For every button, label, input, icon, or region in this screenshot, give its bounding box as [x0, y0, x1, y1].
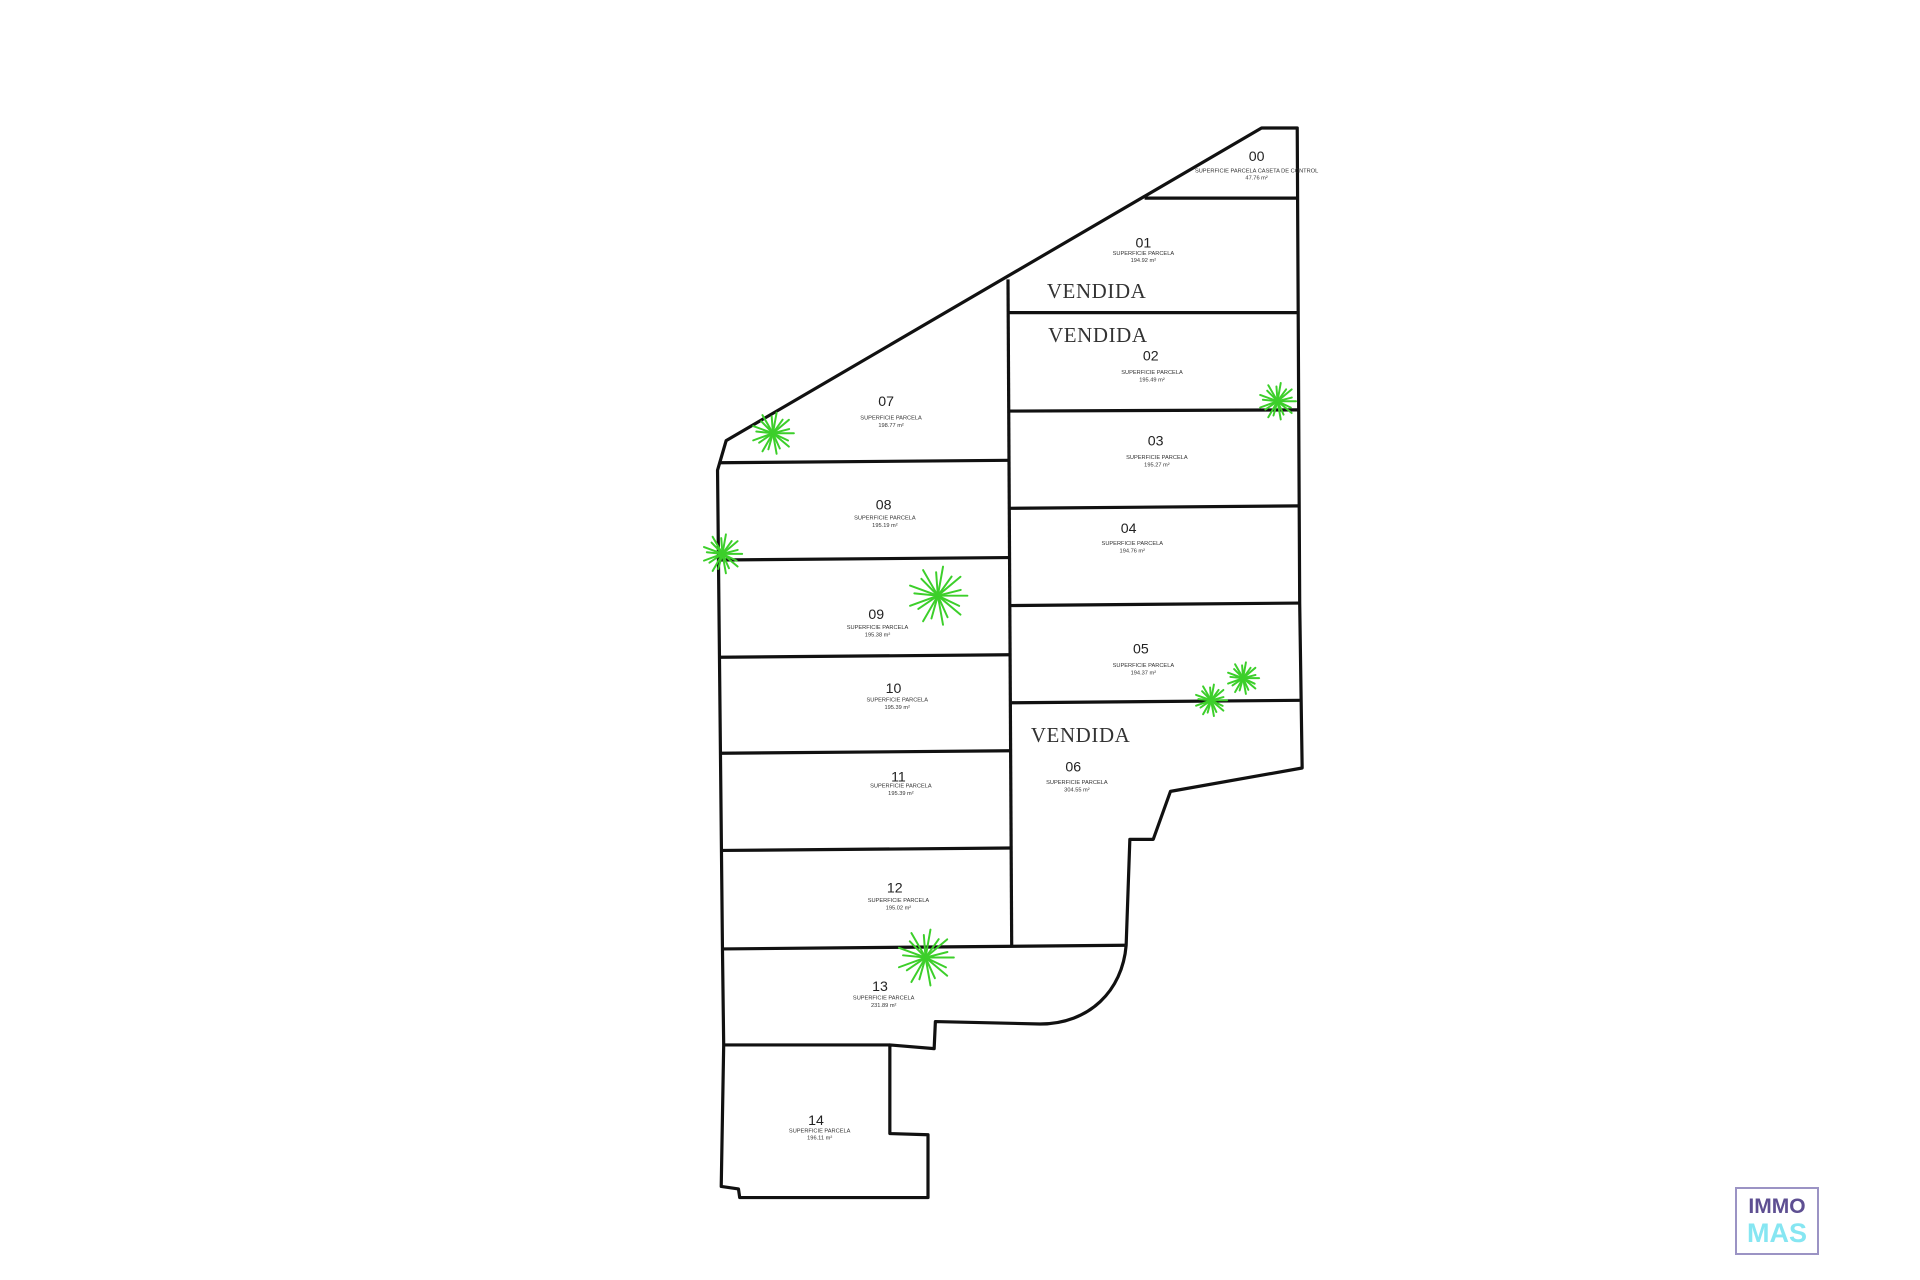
parcel-area: 198.77 m² [878, 423, 904, 429]
parcel-area: 196.11 m² [807, 1136, 832, 1142]
parcel-label: SUPERFICIE PARCELA [854, 515, 916, 521]
parcel-13[interactable]: 13 SUPERFICIE PARCELA 231.89 m² [853, 978, 915, 1009]
parcel-01[interactable]: 01 SUPERFICIE PARCELA 194.92 m² [1113, 234, 1175, 264]
parcel-area: 195.39 m² [888, 791, 914, 797]
sold-stamp-02: VENDIDA [1048, 323, 1148, 347]
parcel-number: 00 [1249, 148, 1265, 164]
parcel-label: SUPERFICIE PARCELA [789, 1128, 851, 1134]
parcel-dividers [718, 196, 1300, 1047]
parcel-label: SUPERFICIE PARCELA [1113, 251, 1175, 257]
palm-tree-icon [752, 411, 795, 455]
parcel-08[interactable]: 08 SUPERFICIE PARCELA 195.19 m² [854, 497, 916, 529]
parcel-label: SUPERFICIE PARCELA [868, 898, 930, 904]
parcel-number: 11 [891, 769, 906, 785]
parcel-area: 194.92 m² [1131, 258, 1157, 264]
parcel-area: 194.37 m² [1131, 670, 1157, 676]
parcel-00[interactable]: 00 SUPERFICIE PARCELA CASETA DE CONTROL … [1195, 148, 1318, 181]
parcel-07[interactable]: 07 SUPERFICIE PARCELA 198.77 m² [860, 393, 922, 429]
parcel-label: SUPERFICIE PARCELA CASETA DE CONTROL [1195, 168, 1318, 174]
parcel-area: 195.39 m² [884, 705, 910, 711]
palm-tree-icon [1195, 683, 1229, 718]
parcel-number: 12 [887, 879, 903, 895]
sold-stamp-01: VENDIDA [1047, 279, 1147, 303]
parcel-label: SUPERFICIE PARCELA [853, 995, 915, 1001]
logo-line2: MAS [1747, 1218, 1807, 1248]
parcel-03[interactable]: 03 SUPERFICIE PARCELA 195.27 m² [1126, 433, 1188, 469]
parcel-02[interactable]: 02 SUPERFICIE PARCELA 195.49 m² [1121, 348, 1183, 384]
parcel-area: 195.02 m² [886, 906, 912, 912]
parcel-label: SUPERFICIE PARCELA [1126, 455, 1188, 461]
parcel-label: SUPERFICIE PARCELA [1121, 370, 1183, 376]
site-outline [715, 126, 1304, 1200]
parcel-number: 02 [1143, 348, 1159, 364]
parcel-number: 04 [1121, 520, 1137, 536]
parcel-10[interactable]: 10 SUPERFICIE PARCELA 195.39 m² [866, 680, 928, 711]
parcel-label: SUPERFICIE PARCELA [870, 784, 932, 790]
parcel-number: 10 [886, 680, 902, 696]
parcel-12[interactable]: 12 SUPERFICIE PARCELA 195.02 m² [868, 879, 930, 911]
parcel-number: 13 [872, 978, 888, 994]
parcel-11[interactable]: 11 SUPERFICIE PARCELA 195.39 m² [870, 769, 932, 798]
parcel-number: 03 [1148, 433, 1164, 449]
parcel-label: SUPERFICIE PARCELA [1113, 663, 1175, 669]
palm-tree-icon [897, 928, 955, 987]
parcel-14[interactable]: 14 SUPERFICIE PARCELA 196.11 m² [789, 1112, 851, 1142]
parcel-number: 14 [808, 1112, 824, 1128]
parcel-area: 195.38 m² [865, 632, 891, 638]
parcel-area: 304.55 m² [1064, 787, 1090, 793]
parcel-number: 08 [876, 497, 892, 513]
parcel-label: SUPERFICIE PARCELA [1046, 780, 1108, 786]
parcel-number: 05 [1133, 641, 1149, 657]
palm-tree-icon [1259, 382, 1297, 421]
parcel-number: 06 [1065, 759, 1081, 775]
immomas-logo: IMMO MAS [1735, 1187, 1819, 1255]
sold-stamp-06: VENDIDA [1031, 723, 1131, 747]
parcel-label: SUPERFICIE PARCELA [860, 416, 922, 422]
parcel-area: 195.27 m² [1144, 462, 1170, 468]
parcel-label: SUPERFICIE PARCELA [1102, 541, 1164, 547]
parcel-06[interactable]: 06 SUPERFICIE PARCELA 304.55 m² [1046, 759, 1108, 794]
parcel-label: SUPERFICIE PARCELA [847, 625, 909, 631]
parcel-04[interactable]: 04 SUPERFICIE PARCELA 194.76 m² [1102, 520, 1164, 555]
parcel-09[interactable]: 09 SUPERFICIE PARCELA 195.38 m² [847, 606, 909, 638]
parcel-area: 194.76 m² [1120, 549, 1146, 555]
logo-line1: IMMO [1748, 1195, 1806, 1218]
parcel-area: 47.76 m² [1245, 176, 1267, 182]
parcel-05[interactable]: 05 SUPERFICIE PARCELA 194.37 m² [1113, 641, 1175, 677]
parcel-label: SUPERFICIE PARCELA [866, 698, 928, 704]
palm-tree-icon [909, 565, 969, 626]
palm-tree-icon [703, 533, 744, 575]
palm-tree-icon [1227, 661, 1261, 695]
parcel-area: 195.19 m² [872, 523, 898, 529]
parcel-number: 07 [878, 393, 894, 409]
trees [703, 382, 1297, 987]
parcel-area: 195.49 m² [1139, 378, 1165, 384]
parcel-number: 09 [868, 606, 884, 622]
parcel-area: 231.89 m² [871, 1003, 897, 1009]
parcel-number: 01 [1136, 234, 1152, 250]
